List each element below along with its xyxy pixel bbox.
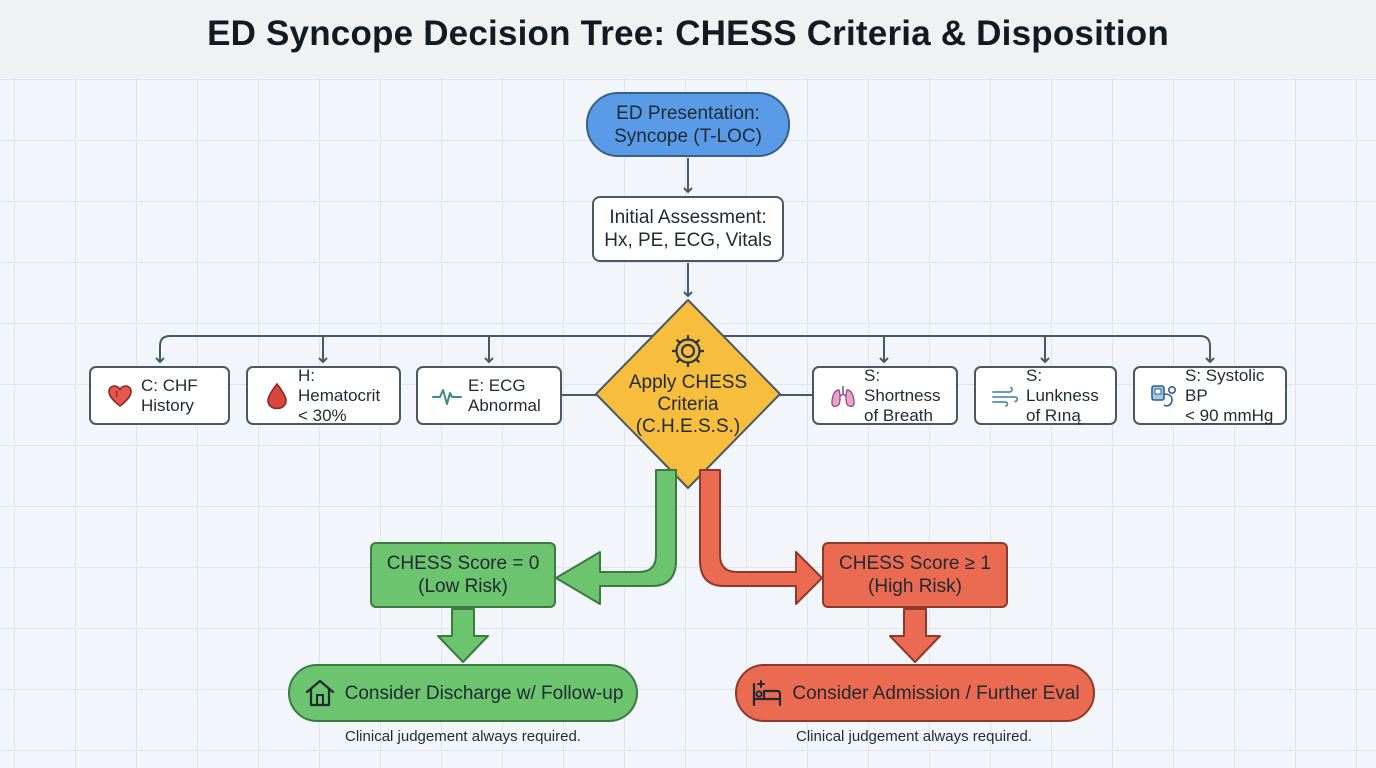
criterion-systolic-line-1: S: Systolic BP (1185, 365, 1265, 405)
lungs-icon (828, 381, 858, 411)
ecg-icon (432, 381, 462, 411)
criterion-shortness-line-2: of Breath (864, 405, 933, 425)
admission-note: Clinical judgement always required. (796, 728, 1032, 745)
criterion-chf-line-2: History (141, 395, 194, 415)
discharge-note: Clinical judgement always required. (345, 728, 581, 745)
decision-diamond (595, 299, 781, 489)
admission-node: Consider Admission / Further Eval (735, 664, 1095, 722)
start-line-2: Syncope (T-LOC) (614, 125, 762, 147)
criterion-chf: C: CHF History (89, 366, 230, 425)
low-risk-arrow (555, 469, 677, 605)
low-risk-line-1: CHESS Score = 0 (386, 553, 540, 574)
blood-pressure-icon (1149, 381, 1179, 411)
low-risk-line-2: (Low Risk) (418, 576, 508, 597)
high-risk-line-1: CHESS Score ≥ 1 (839, 553, 991, 574)
blood-drop-icon (262, 381, 292, 411)
criterion-ecg-line-2: Abnormal (468, 395, 541, 415)
title-bar (0, 0, 1376, 78)
criterion-lunkness: S: Lunkness of Rıną (974, 366, 1117, 425)
criterion-hematocrit-line-1: H: Hematocrit (298, 365, 381, 405)
page-title: ED Syncope Decision Tree: CHESS Criteria… (207, 14, 1169, 53)
admission-label: Consider Admission / Further Eval (792, 682, 1080, 704)
criterion-ecg: E: ECG Abnormal (416, 366, 562, 425)
decision-line-3: (C.H.E.S.S.) (635, 416, 741, 437)
discharge-node: Consider Discharge w/ Follow-up (288, 664, 638, 722)
criterion-shortness-line-1: S: Shortness (864, 365, 941, 405)
house-icon (303, 676, 337, 710)
criterion-systolic-line-2: < 90 mmHg (1185, 405, 1274, 425)
assessment-line-2: Hx, PE, ECG, Vitals (604, 230, 772, 251)
high-risk-line-2: (High Risk) (868, 576, 962, 597)
discharge-arrow (437, 608, 489, 663)
hospital-bed-icon (750, 676, 784, 710)
criterion-hematocrit: H: Hematocrit < 30% (246, 366, 401, 425)
high-risk-node: CHESS Score ≥ 1 (High Risk) (822, 542, 1008, 608)
discharge-label: Consider Discharge w/ Follow-up (344, 682, 624, 704)
criterion-chf-line-1: C: CHF (141, 375, 198, 395)
decision-line-1: Apply CHESS (628, 372, 748, 393)
gear-icon (672, 335, 704, 367)
criterion-shortness-of-breath: S: Shortness of Breath (812, 366, 958, 425)
wind-icon (990, 381, 1020, 411)
start-line-1: ED Presentation: (616, 102, 760, 124)
assessment-line-1: Initial Assessment: (609, 207, 767, 228)
criterion-hematocrit-line-2: < 30% (298, 405, 347, 425)
decision-label: Apply CHESS Criteria (C.H.E.S.S.) (600, 372, 776, 438)
criterion-ecg-line-1: E: ECG (468, 375, 526, 395)
low-risk-node: CHESS Score = 0 (Low Risk) (370, 542, 556, 608)
initial-assessment-node: Initial Assessment: Hx, PE, ECG, Vitals (592, 196, 784, 262)
criterion-lunkness-line-1: S: Lunkness (1026, 365, 1099, 405)
criterion-lunkness-line-2: of Rıną (1026, 405, 1081, 425)
heart-icon (105, 381, 135, 411)
high-risk-arrow (699, 469, 823, 605)
decision-line-2: Criteria (657, 394, 719, 415)
criterion-systolic-bp: S: Systolic BP < 90 mmHg (1133, 366, 1287, 425)
start-node-syncope: ED Presentation: Syncope (T-LOC) (586, 92, 790, 157)
admission-arrow (889, 608, 941, 663)
